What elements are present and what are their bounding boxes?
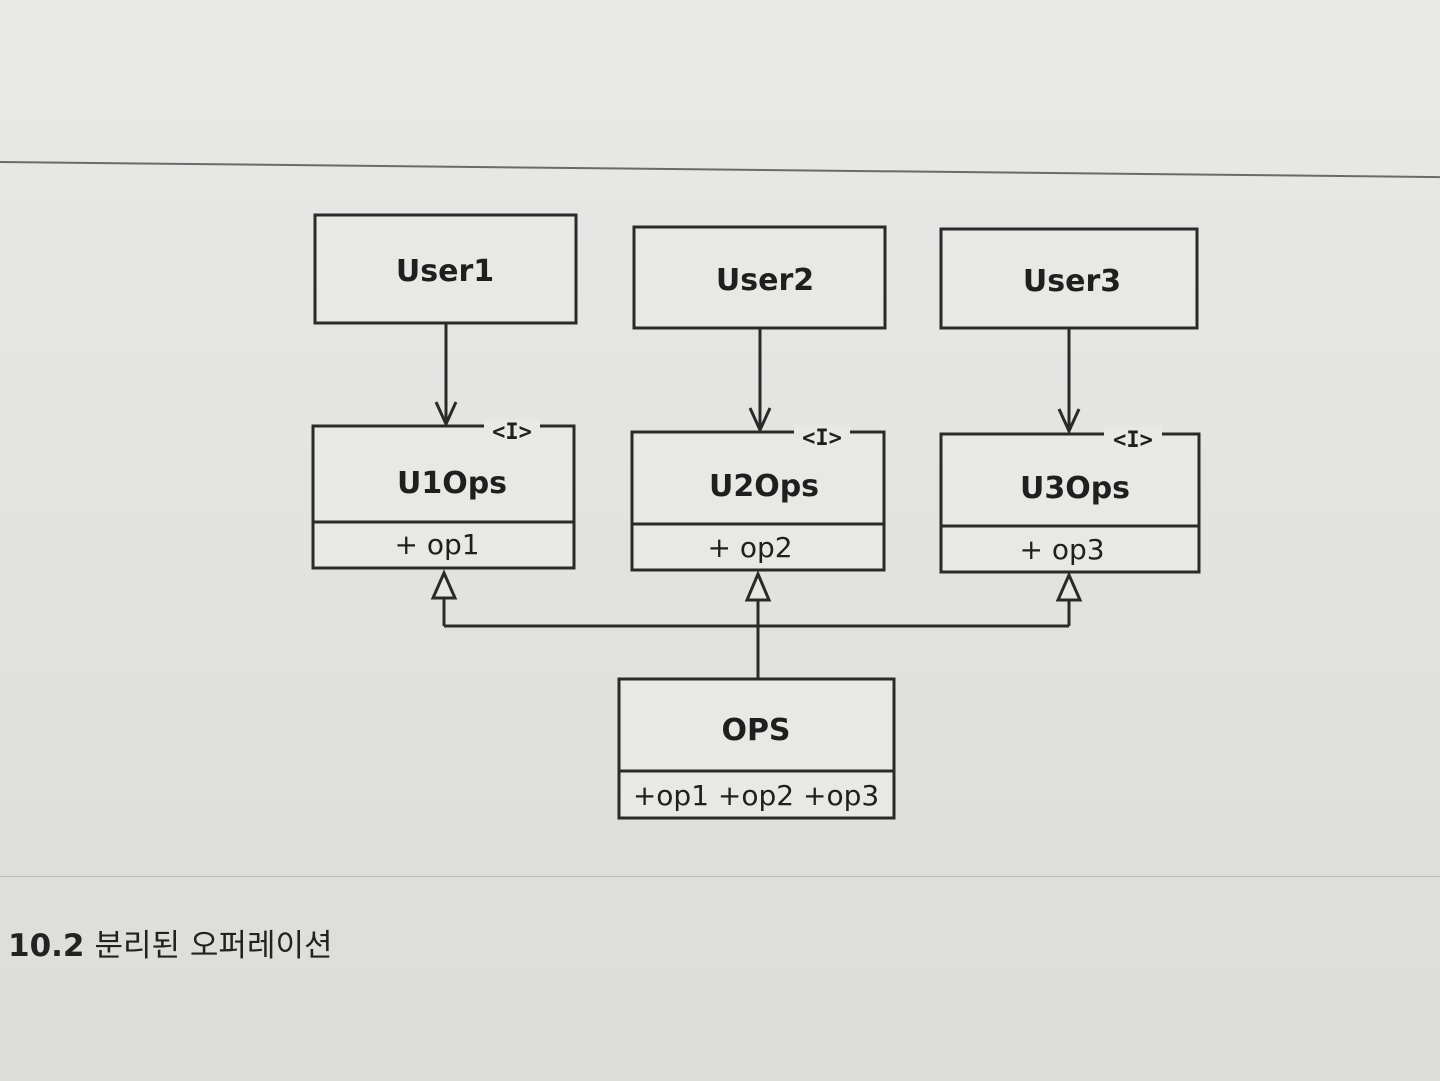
user2-dependency-arrow xyxy=(748,328,772,434)
interface-stereotype: <I> xyxy=(492,420,532,445)
u2ops-operation: + op2 xyxy=(707,531,792,564)
user3-dependency-arrow xyxy=(1057,328,1081,435)
u1ops-operation: + op1 xyxy=(394,528,479,561)
figure-title: 분리된 오퍼레이션 xyxy=(94,928,333,964)
page-bottom-rule xyxy=(0,876,1440,877)
user1-label: User1 xyxy=(396,254,494,289)
realization-connectors xyxy=(430,569,1083,679)
user3-class: User3 xyxy=(939,227,1199,330)
user2-class: User2 xyxy=(632,225,887,330)
realization-triangle-u1ops xyxy=(430,569,458,600)
u3ops-label: U3Ops xyxy=(1020,471,1130,506)
figure-number: 10.2 xyxy=(8,928,85,964)
u2ops-label: U2Ops xyxy=(709,469,819,504)
u3ops-operation: + op3 xyxy=(1019,533,1104,566)
user1-class: User1 xyxy=(313,213,578,325)
u2ops-interface: <I> U2Ops + op2 xyxy=(630,425,886,572)
interface-stereotype: <I> xyxy=(802,426,842,451)
user2-label: User2 xyxy=(716,263,814,298)
realization-triangle-u2ops xyxy=(744,570,772,602)
user1-dependency-arrow xyxy=(434,323,458,428)
interface-stereotype: <I> xyxy=(1113,428,1153,453)
u3ops-interface: <I> U3Ops + op3 xyxy=(939,427,1201,574)
ops-label: OPS xyxy=(721,713,790,748)
realization-triangle-u3ops xyxy=(1055,571,1083,602)
u1ops-interface: <I> U1Ops + op1 xyxy=(311,419,576,570)
u1ops-label: U1Ops xyxy=(397,466,507,501)
user3-label: User3 xyxy=(1023,264,1121,299)
ops-operations: +op1 +op2 +op3 xyxy=(633,779,879,812)
ops-class: OPS +op1 +op2 +op3 xyxy=(617,677,896,820)
